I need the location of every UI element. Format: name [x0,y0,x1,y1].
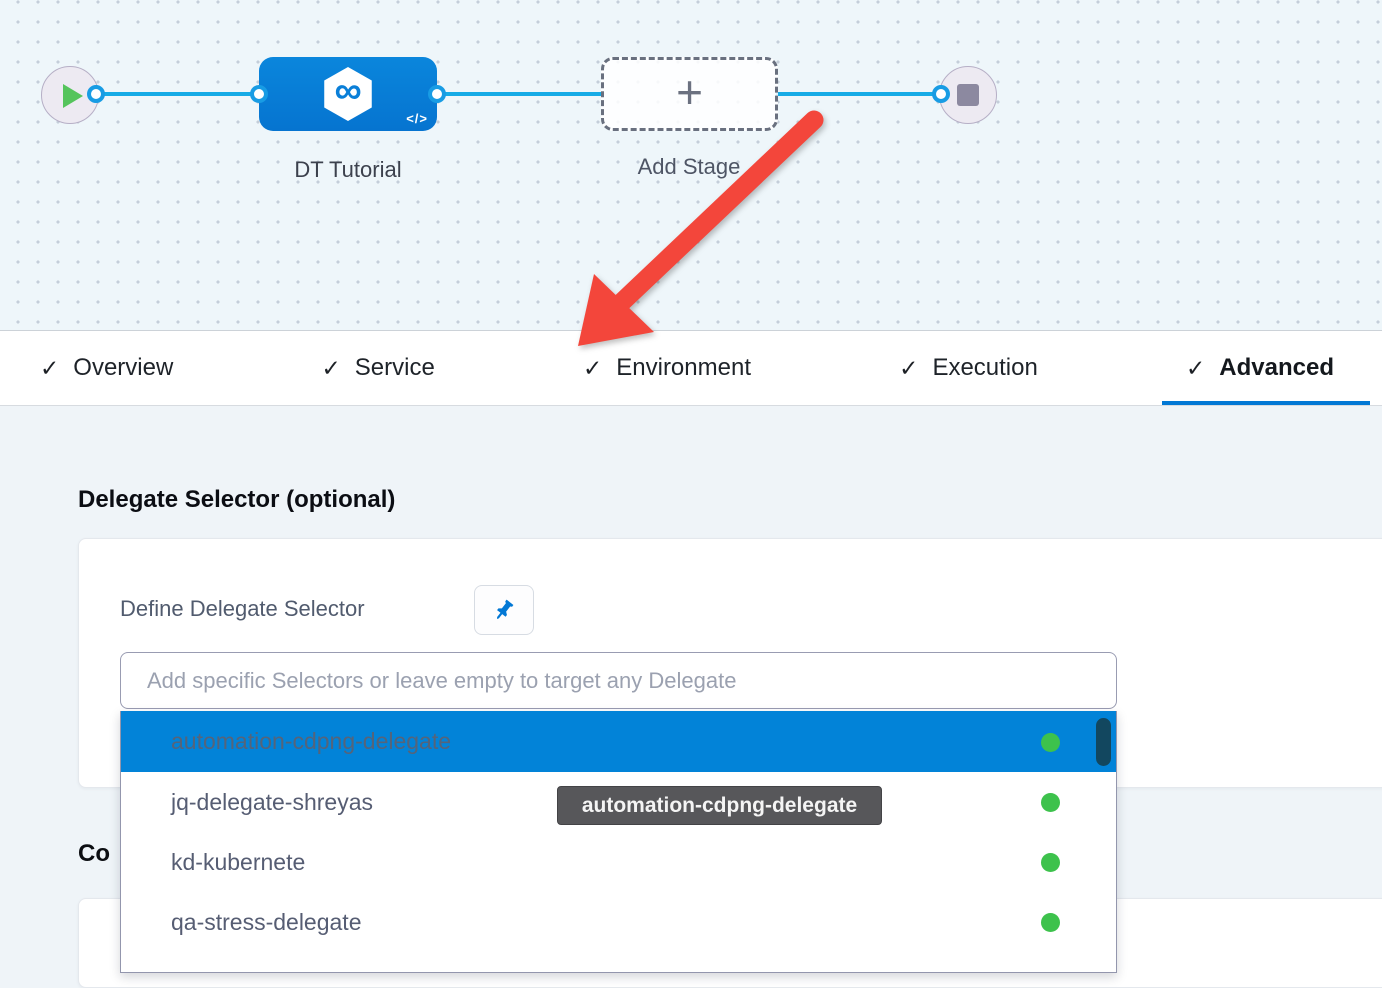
dropdown-scrollbar-thumb[interactable] [1096,718,1111,766]
tab-environment[interactable]: ✓ Environment [583,331,751,405]
define-delegate-selector-label: Define Delegate Selector [120,596,365,621]
end-node-in-port[interactable] [932,85,950,103]
edge-addstage-to-end [776,92,942,96]
advanced-tab-panel: Delegate Selector (optional) Define Dele… [0,406,1382,988]
tooltip-text: automation-cdpng-delegate [581,793,858,817]
tab-service[interactable]: ✓ Service [321,331,434,405]
delegate-selector-input[interactable] [120,652,1117,709]
tab-overview[interactable]: ✓ Overview [40,331,173,405]
tab-label: Advanced [1219,354,1334,381]
check-icon: ✓ [40,354,60,381]
plus-icon: + [676,66,703,118]
check-icon: ✓ [1186,354,1206,381]
start-node-out-port[interactable] [87,85,105,103]
pin-icon [496,599,514,619]
dropdown-option[interactable]: automation-cdpng-delegate [121,711,1116,772]
code-icon: </> [406,111,428,126]
check-icon: ✓ [899,354,919,381]
pipeline-canvas[interactable]: ∞ </> DT Tutorial + Add Stage [0,0,1382,330]
stage-out-port[interactable] [428,85,446,103]
dropdown-option-label: kd-kubernete [171,848,306,875]
stage-in-port[interactable] [250,85,268,103]
add-stage-label: Add Stage [637,154,741,179]
dropdown-option-label: qa-stress-delegate [171,908,362,935]
delegate-selector-heading: Delegate Selector (optional) [78,486,396,513]
delegate-connected-dot [1041,853,1060,872]
tab-advanced[interactable]: ✓ Advanced [1162,331,1370,405]
tab-label: Environment [616,354,751,381]
delegate-connected-dot [1041,732,1060,752]
add-stage-button[interactable]: + [601,57,778,131]
pin-toggle-button[interactable] [474,585,534,635]
stage-node-label: DT Tutorial [294,157,402,182]
delegate-options-dropdown: automation-cdpng-delegate jq-delegate-sh… [120,711,1117,973]
edge-start-to-stage [96,92,262,96]
dropdown-option-label: automation-cdpng-delegate [171,728,452,754]
check-icon: ✓ [321,354,341,381]
check-icon: ✓ [582,354,603,381]
tab-execution[interactable]: ✓ Execution [899,331,1038,405]
delegate-connected-dot [1041,793,1060,812]
tab-label: Execution [932,354,1038,381]
dropdown-option[interactable]: qa-stress-delegate [121,892,1116,952]
delegate-name-tooltip: automation-cdpng-delegate [557,786,882,825]
stage-tabbar: ✓ Overview ✓ Service ✓ Environment ✓ Exe… [0,330,1382,406]
delegate-connected-dot [1041,913,1060,932]
stage-node-dt-tutorial[interactable]: ∞ </> [259,57,437,131]
stop-icon [957,84,979,106]
infinity-icon: ∞ [334,70,362,112]
harness-deploy-icon: ∞ [324,67,372,121]
edge-stage-to-addstage [437,92,603,96]
tab-label: Service [354,354,435,381]
tab-label: Overview [73,354,174,381]
dropdown-option-label: jq-delegate-shreyas [171,788,374,815]
play-icon [63,84,83,108]
dropdown-option[interactable]: kd-kubernete [121,832,1116,892]
dropdown-option[interactable]: jq-delegate-shreyas [121,772,1116,832]
lower-section-heading-partial: Co [78,840,110,867]
